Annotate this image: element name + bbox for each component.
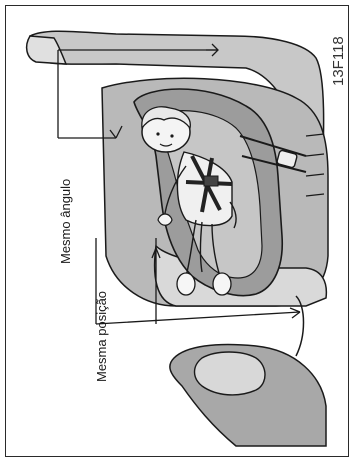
child-shoe [177,273,195,295]
child-shoe [213,273,231,295]
reference-code: 13F118 [330,36,347,86]
child-eye [170,134,173,137]
front-seat-headrest [195,352,266,395]
figure-frame [5,5,349,457]
child-hand [158,214,172,225]
harness-clip [204,176,218,186]
same-angle-label: Mesmo ângulo [58,179,73,264]
child-eye [156,132,159,135]
same-position-label: Mesma posição [94,291,109,382]
